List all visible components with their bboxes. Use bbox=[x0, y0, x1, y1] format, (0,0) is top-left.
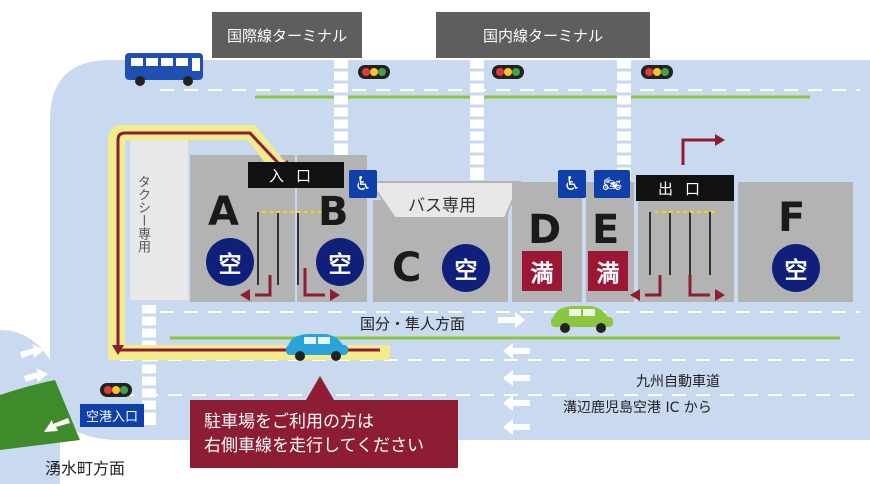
direction-arrows bbox=[20, 312, 530, 435]
lot-C-status-badge: 空 bbox=[442, 244, 490, 292]
lot-A-status-badge: 空 bbox=[206, 238, 254, 286]
wheelchair-icon: ♿ bbox=[558, 170, 586, 198]
notice-line-1: 駐車場をご利用の方は bbox=[204, 412, 374, 432]
kokubu-direction-label: 国分・隼人方面 bbox=[360, 315, 466, 333]
car-icon bbox=[551, 306, 613, 333]
car-icon bbox=[286, 334, 348, 361]
taxi-lane bbox=[130, 128, 188, 300]
lot-B-letter: B bbox=[318, 189, 349, 235]
taxi-only-label: タクシー専用 bbox=[135, 175, 150, 253]
mizobe-ic-label: 溝辺鹿児島空港 IC から bbox=[563, 400, 712, 416]
green-verge bbox=[0, 380, 80, 450]
lot-F-status-badge: 空 bbox=[772, 244, 820, 292]
lane-notice: 駐車場をご利用の方は 右側車線を走行してください bbox=[190, 400, 458, 468]
lot-exit-area bbox=[638, 182, 734, 302]
notice-line-2: 右側車線を走行してください bbox=[204, 436, 424, 456]
traffic-light-icon bbox=[358, 65, 390, 79]
lot-F-letter: F bbox=[778, 195, 806, 241]
airport-entrance-label: 空港入口 bbox=[80, 404, 145, 427]
yusui-direction-label: 湧水町方面 bbox=[45, 459, 126, 478]
lot-C-letter: C bbox=[392, 245, 422, 291]
traffic-light-icon bbox=[100, 383, 132, 397]
crosswalks bbox=[142, 60, 631, 425]
international-terminal-label: 国際線ターミナル bbox=[212, 12, 362, 58]
gate-barriers bbox=[257, 212, 711, 285]
exit-gate-label: 出口 bbox=[636, 175, 734, 201]
domestic-terminal-label: 国内線ターミナル bbox=[436, 12, 650, 58]
wheelchair-icon: ♿ bbox=[349, 170, 377, 198]
lot-A-letter: A bbox=[208, 189, 239, 235]
motorcycle-icon: 🏍 bbox=[594, 170, 630, 198]
entrance-gate-label: 入口 bbox=[248, 162, 344, 188]
lot-D-status-badge: 満 bbox=[522, 251, 562, 291]
lot-E-status-badge: 満 bbox=[588, 251, 628, 291]
traffic-light-icon bbox=[641, 65, 673, 79]
kyushu-expressway-label: 九州自動車道 bbox=[636, 374, 720, 390]
lot-E-letter: E bbox=[592, 207, 620, 253]
bus-only-area bbox=[368, 181, 522, 219]
lot-D-letter: D bbox=[528, 207, 562, 253]
notice-pointer bbox=[306, 376, 334, 400]
bus-only-label: バス専用 bbox=[408, 196, 476, 216]
lot-B-status-badge: 空 bbox=[316, 238, 364, 286]
bus-icon bbox=[125, 53, 203, 86]
traffic-light-icon bbox=[492, 65, 524, 79]
